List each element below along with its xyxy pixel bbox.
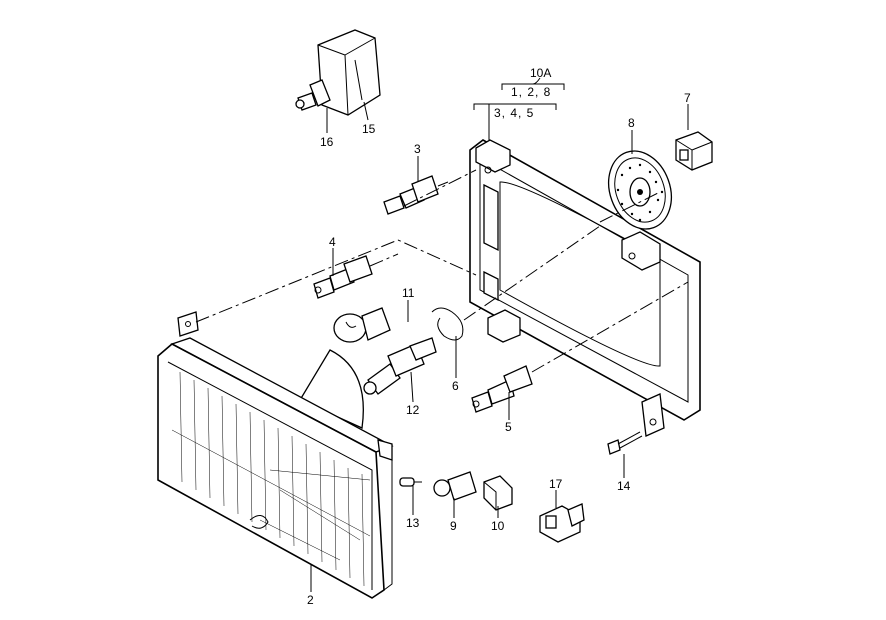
callout-2: 2 — [307, 593, 314, 607]
callout-14: 14 — [617, 479, 631, 493]
callout-17: 17 — [549, 477, 563, 491]
callout-10a: 10A — [530, 66, 551, 80]
callout-10: 10 — [491, 519, 505, 533]
bulb-holder-9 — [433, 471, 477, 501]
headlight-frame — [469, 139, 701, 437]
bulb-holder-10 — [483, 475, 513, 511]
callout-3: 3 — [414, 142, 421, 156]
callout-3-4-5: 3, 4, 5 — [494, 106, 534, 120]
callout-1-2-8: 1, 2, 8 — [511, 85, 551, 99]
range-control-motor — [295, 29, 381, 116]
connector-17 — [539, 503, 585, 543]
adjusting-screw-3 — [383, 175, 449, 215]
bulb-11 — [333, 307, 391, 343]
adjusting-screw-5 — [471, 365, 533, 413]
adjusting-screw-4 — [313, 255, 373, 299]
callout-4: 4 — [329, 235, 336, 249]
callout-13: 13 — [406, 516, 420, 530]
bulb-13 — [399, 477, 422, 487]
callout-6: 6 — [452, 379, 459, 393]
headlight-insert — [157, 311, 394, 599]
leader-lines — [310, 104, 689, 592]
adjusting-wheel — [608, 150, 672, 230]
connector-7 — [675, 131, 713, 171]
callout-8: 8 — [628, 116, 635, 130]
callout-9: 9 — [450, 519, 457, 533]
screw-14 — [607, 431, 643, 455]
callout-11: 11 — [402, 286, 415, 300]
bracket-10a — [473, 77, 565, 140]
callout-15: 15 — [362, 122, 376, 136]
spring-clip — [431, 307, 464, 341]
callout-12: 12 — [406, 403, 420, 417]
callout-7: 7 — [684, 91, 691, 105]
callout-16: 16 — [320, 135, 334, 149]
callout-5: 5 — [505, 420, 512, 434]
bulb-12 — [363, 337, 437, 395]
